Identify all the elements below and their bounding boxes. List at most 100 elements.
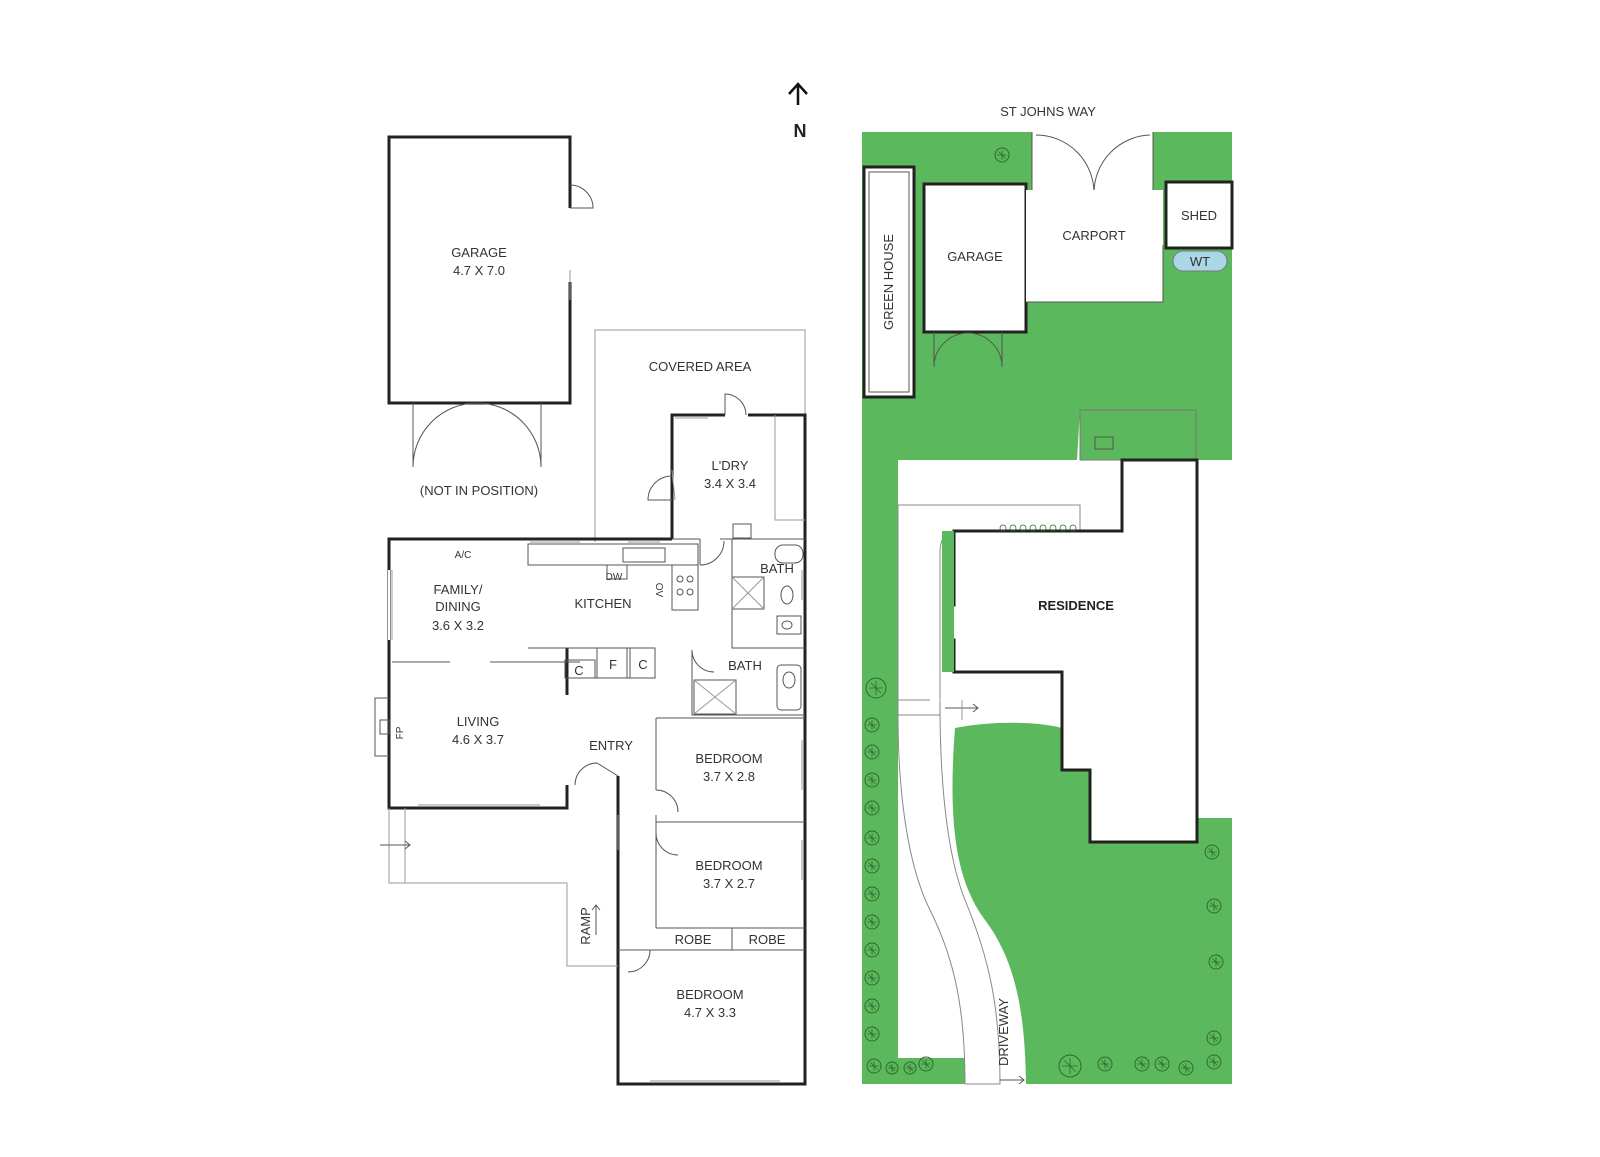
shrub-icon <box>1009 524 1017 532</box>
living-room: FP LIVING 4.6 X 3.7 <box>374 697 504 757</box>
tree-icon <box>864 858 880 874</box>
tree-icon <box>1206 898 1222 914</box>
carport-label: CARPORT <box>1062 228 1125 243</box>
tree-icon <box>866 1058 882 1074</box>
tree-icon <box>1206 1030 1222 1046</box>
bedroom-2-label: BEDROOM <box>695 858 762 873</box>
oven-label: OV <box>653 583 664 598</box>
tree-icon <box>864 830 880 846</box>
ramp-label: RAMP <box>578 907 593 945</box>
residence-label: RESIDENCE <box>1038 598 1114 613</box>
shrub-icon <box>1029 524 1037 532</box>
bath-1-label: BATH <box>760 561 794 576</box>
hedge <box>999 524 1077 532</box>
tree-icon <box>864 800 880 816</box>
tree-icon <box>1178 1060 1194 1076</box>
lawn <box>862 132 1232 1084</box>
cupboard-1-label: C <box>574 663 583 678</box>
driveway <box>897 504 1081 1085</box>
tree-icon <box>864 772 880 788</box>
tree-icon <box>864 744 880 760</box>
shed-label: SHED <box>1181 208 1217 223</box>
tree-icon <box>864 970 880 986</box>
shrub-icon <box>1059 524 1067 532</box>
trees <box>864 147 1224 1078</box>
bedroom-1-label: BEDROOM <box>695 751 762 766</box>
tree-icon <box>1208 954 1224 970</box>
porch-ramp: RAMP <box>380 808 618 967</box>
site-garage: GARAGE <box>922 182 1028 368</box>
laundry-label: L'DRY <box>712 458 749 473</box>
site-plan: ST JOHNS WAY GREEN HOUSE GARAGE CARPORT … <box>862 104 1234 1085</box>
tree-icon <box>918 1056 934 1072</box>
garage-label: GARAGE <box>451 245 507 260</box>
detached-garage: GARAGE 4.7 X 7.0 (NOT IN POSITION) <box>387 135 594 498</box>
water-tank: WT <box>1172 250 1228 272</box>
tree-icon <box>1097 1056 1113 1072</box>
fridge-label: F <box>609 657 617 672</box>
bath-2-label: BATH <box>728 658 762 673</box>
bedroom-2-dims: 3.7 X 2.7 <box>703 876 755 891</box>
bedrooms: BEDROOM 3.7 X 2.8 BEDROOM 3.7 X 2.7 ROBE… <box>618 717 805 1020</box>
tree-icon <box>864 914 880 930</box>
laundry-dims: 3.4 X 3.4 <box>704 476 756 491</box>
robe-1-label: ROBE <box>675 932 712 947</box>
tree-icon <box>1058 1054 1082 1078</box>
fireplace-label: FP <box>395 726 406 739</box>
shrub-icon <box>1049 524 1057 532</box>
house-walls: L'DRY 3.4 X 3.4 <box>387 393 807 1086</box>
family-dining-label-2: DINING <box>435 599 481 614</box>
tree-icon <box>885 1061 899 1075</box>
tree-icon <box>1206 1054 1222 1070</box>
shrub-icon <box>999 524 1007 532</box>
windows <box>388 417 803 1082</box>
floor-plan: GARAGE 4.7 X 7.0 (NOT IN POSITION) COVER… <box>374 135 807 1086</box>
tree-icon <box>994 147 1010 163</box>
tree-icon <box>864 942 880 958</box>
bathrooms: BATH BATH <box>691 539 805 716</box>
tree-icon <box>864 1026 880 1042</box>
carport: CARPORT <box>1026 190 1164 303</box>
greenhouse: GREEN HOUSE <box>862 165 916 399</box>
kitchen-label: KITCHEN <box>574 596 631 611</box>
greenhouse-label: GREEN HOUSE <box>881 234 896 330</box>
covered-area-label: COVERED AREA <box>649 359 752 374</box>
water-tank-label: WT <box>1190 254 1210 269</box>
tree-icon <box>864 998 880 1014</box>
shed: SHED <box>1164 180 1234 250</box>
family-kitchen: A/C DW OV FAMILY/ DINING 3.6 X 3.2 KITCH… <box>392 543 699 679</box>
tree-icon <box>1154 1056 1170 1072</box>
arrow-up-icon <box>788 82 808 105</box>
north-arrow: N <box>788 82 808 141</box>
driveway-label: DRIVEWAY <box>996 998 1011 1066</box>
garage-dims: 4.7 X 7.0 <box>453 263 505 278</box>
street-label: ST JOHNS WAY <box>1000 104 1096 119</box>
tree-icon <box>864 717 880 733</box>
tree-icon <box>1134 1056 1150 1072</box>
entry-label: ENTRY <box>589 738 633 753</box>
living-dims: 4.6 X 3.7 <box>452 732 504 747</box>
entry: ENTRY <box>574 738 633 786</box>
robe-2-label: ROBE <box>749 932 786 947</box>
living-label: LIVING <box>457 714 500 729</box>
tree-icon <box>1204 844 1220 860</box>
shrub-icon <box>1019 524 1027 532</box>
bedroom-1-dims: 3.7 X 2.8 <box>703 769 755 784</box>
dw-label: DW <box>606 572 623 583</box>
ac-label: A/C <box>455 550 472 561</box>
shrub-icon <box>1039 524 1047 532</box>
family-dining-label-1: FAMILY/ <box>434 582 483 597</box>
garage-note: (NOT IN POSITION) <box>420 483 538 498</box>
tree-icon <box>864 886 880 902</box>
covered-area: COVERED AREA <box>594 329 806 542</box>
family-dining-dims: 3.6 X 3.2 <box>432 618 484 633</box>
north-label: N <box>794 121 807 141</box>
lawn-east <box>952 722 1232 1084</box>
shrub-icon <box>1069 524 1077 532</box>
tree-icon <box>865 677 887 699</box>
bedroom-3-dims: 4.7 X 3.3 <box>684 1005 736 1020</box>
residence: RESIDENCE <box>942 458 1199 844</box>
site-garage-label: GARAGE <box>947 249 1003 264</box>
tree-icon <box>903 1061 917 1075</box>
